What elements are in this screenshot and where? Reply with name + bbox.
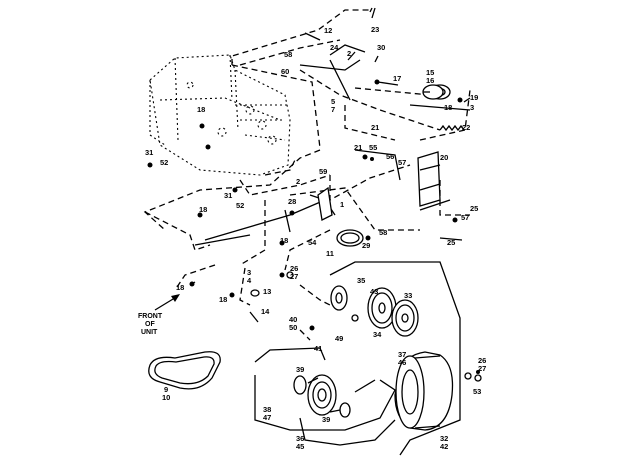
callout-33: 33 bbox=[404, 291, 412, 300]
callout-1: 1 bbox=[340, 200, 344, 209]
callout-11: 11 bbox=[326, 249, 334, 258]
callout-30: 30 bbox=[377, 43, 385, 52]
callout-59: 59 bbox=[319, 167, 327, 176]
callout-52b: 52 bbox=[236, 201, 244, 210]
callout-57b: 57 bbox=[461, 213, 469, 222]
front-label-2: OF bbox=[145, 321, 155, 328]
assembly-outlines bbox=[254, 261, 461, 456]
callout-19: 19 bbox=[470, 93, 478, 102]
callout-21a: 21 bbox=[371, 123, 379, 132]
callout-23: 23 bbox=[371, 25, 379, 34]
callout-36: 36 bbox=[296, 434, 304, 443]
callout-27b: 27 bbox=[478, 364, 486, 373]
callout-14: 14 bbox=[261, 307, 270, 316]
callout-3b: 3 bbox=[247, 268, 251, 277]
callout-35: 35 bbox=[357, 276, 365, 285]
callout-39b: 39 bbox=[322, 415, 330, 424]
callout-37: 37 bbox=[398, 350, 406, 359]
front-label-3: UNIT bbox=[141, 329, 158, 336]
callout-10: 10 bbox=[162, 393, 170, 402]
callout-2a: 2 bbox=[347, 49, 351, 58]
drive-pulleys bbox=[330, 285, 419, 337]
callout-7: 7 bbox=[331, 105, 335, 114]
callout-57a: 57 bbox=[398, 158, 406, 167]
callout-20: 20 bbox=[440, 153, 448, 162]
callout-9: 9 bbox=[164, 385, 168, 394]
callout-32: 32 bbox=[440, 434, 448, 443]
callout-42: 42 bbox=[440, 442, 448, 451]
callout-4: 4 bbox=[247, 276, 252, 285]
tire-wheel bbox=[394, 351, 454, 431]
callout-21b: 21 bbox=[354, 143, 362, 152]
callout-29: 29 bbox=[362, 241, 370, 250]
callout-3a: 3 bbox=[470, 103, 474, 112]
engine-housing bbox=[149, 54, 291, 176]
callout-18e: 18 bbox=[176, 283, 184, 292]
callout-5: 5 bbox=[331, 97, 335, 106]
callout-17: 17 bbox=[393, 74, 401, 83]
drive-belt bbox=[148, 351, 221, 390]
callout-22: 22 bbox=[462, 123, 470, 132]
callout-41: 41 bbox=[314, 344, 322, 353]
callout-34: 34 bbox=[373, 330, 382, 339]
callout-49: 49 bbox=[335, 334, 343, 343]
callout-38: 38 bbox=[263, 405, 271, 414]
front-arrow-icon bbox=[154, 294, 180, 311]
callout-43: 43 bbox=[370, 287, 378, 296]
callout-labels: 23 12 24 2 30 58 60 17 15 16 5 7 18 19 3… bbox=[145, 25, 486, 451]
callout-31b: 31 bbox=[224, 191, 232, 200]
callout-26a: 26 bbox=[290, 264, 298, 273]
callout-15: 15 bbox=[426, 68, 434, 77]
callout-60: 60 bbox=[281, 67, 289, 76]
callout-45: 45 bbox=[296, 442, 304, 451]
upper-pulley bbox=[422, 84, 451, 100]
callout-26b: 26 bbox=[478, 356, 486, 365]
front-label-1: FRONT bbox=[138, 313, 163, 320]
callout-25b: 25 bbox=[447, 238, 455, 247]
callout-58b: 58 bbox=[379, 228, 387, 237]
callout-55: 55 bbox=[369, 143, 377, 152]
callout-56: 56 bbox=[386, 152, 394, 161]
callout-58a: 58 bbox=[284, 50, 292, 59]
callout-40: 40 bbox=[289, 315, 297, 324]
callout-46: 46 bbox=[398, 358, 406, 367]
callout-16: 16 bbox=[426, 76, 434, 85]
callout-54: 54 bbox=[308, 238, 317, 247]
callout-50: 50 bbox=[289, 323, 297, 332]
callout-52a: 52 bbox=[160, 158, 168, 167]
assembly-leader-lines bbox=[143, 9, 471, 341]
callout-18d: 18 bbox=[280, 236, 288, 245]
callout-2b: 2 bbox=[296, 177, 300, 186]
bracket bbox=[417, 151, 441, 207]
callout-18a: 18 bbox=[444, 103, 452, 112]
hardware bbox=[147, 7, 482, 382]
callout-25a: 25 bbox=[470, 204, 478, 213]
spring bbox=[439, 124, 465, 132]
wheel-hub bbox=[293, 374, 351, 418]
callout-12: 12 bbox=[324, 26, 332, 35]
callout-18f: 18 bbox=[219, 295, 227, 304]
callout-13: 13 bbox=[263, 287, 271, 296]
callout-24: 24 bbox=[330, 43, 339, 52]
callout-27a: 27 bbox=[290, 272, 298, 281]
callout-18b: 18 bbox=[197, 105, 205, 114]
idler-parts bbox=[317, 186, 364, 247]
callout-53: 53 bbox=[473, 387, 481, 396]
callout-28: 28 bbox=[288, 197, 296, 206]
callout-18c: 18 bbox=[199, 205, 207, 214]
callout-47: 47 bbox=[263, 413, 271, 422]
callout-31a: 31 bbox=[145, 148, 153, 157]
callout-39a: 39 bbox=[296, 365, 304, 374]
